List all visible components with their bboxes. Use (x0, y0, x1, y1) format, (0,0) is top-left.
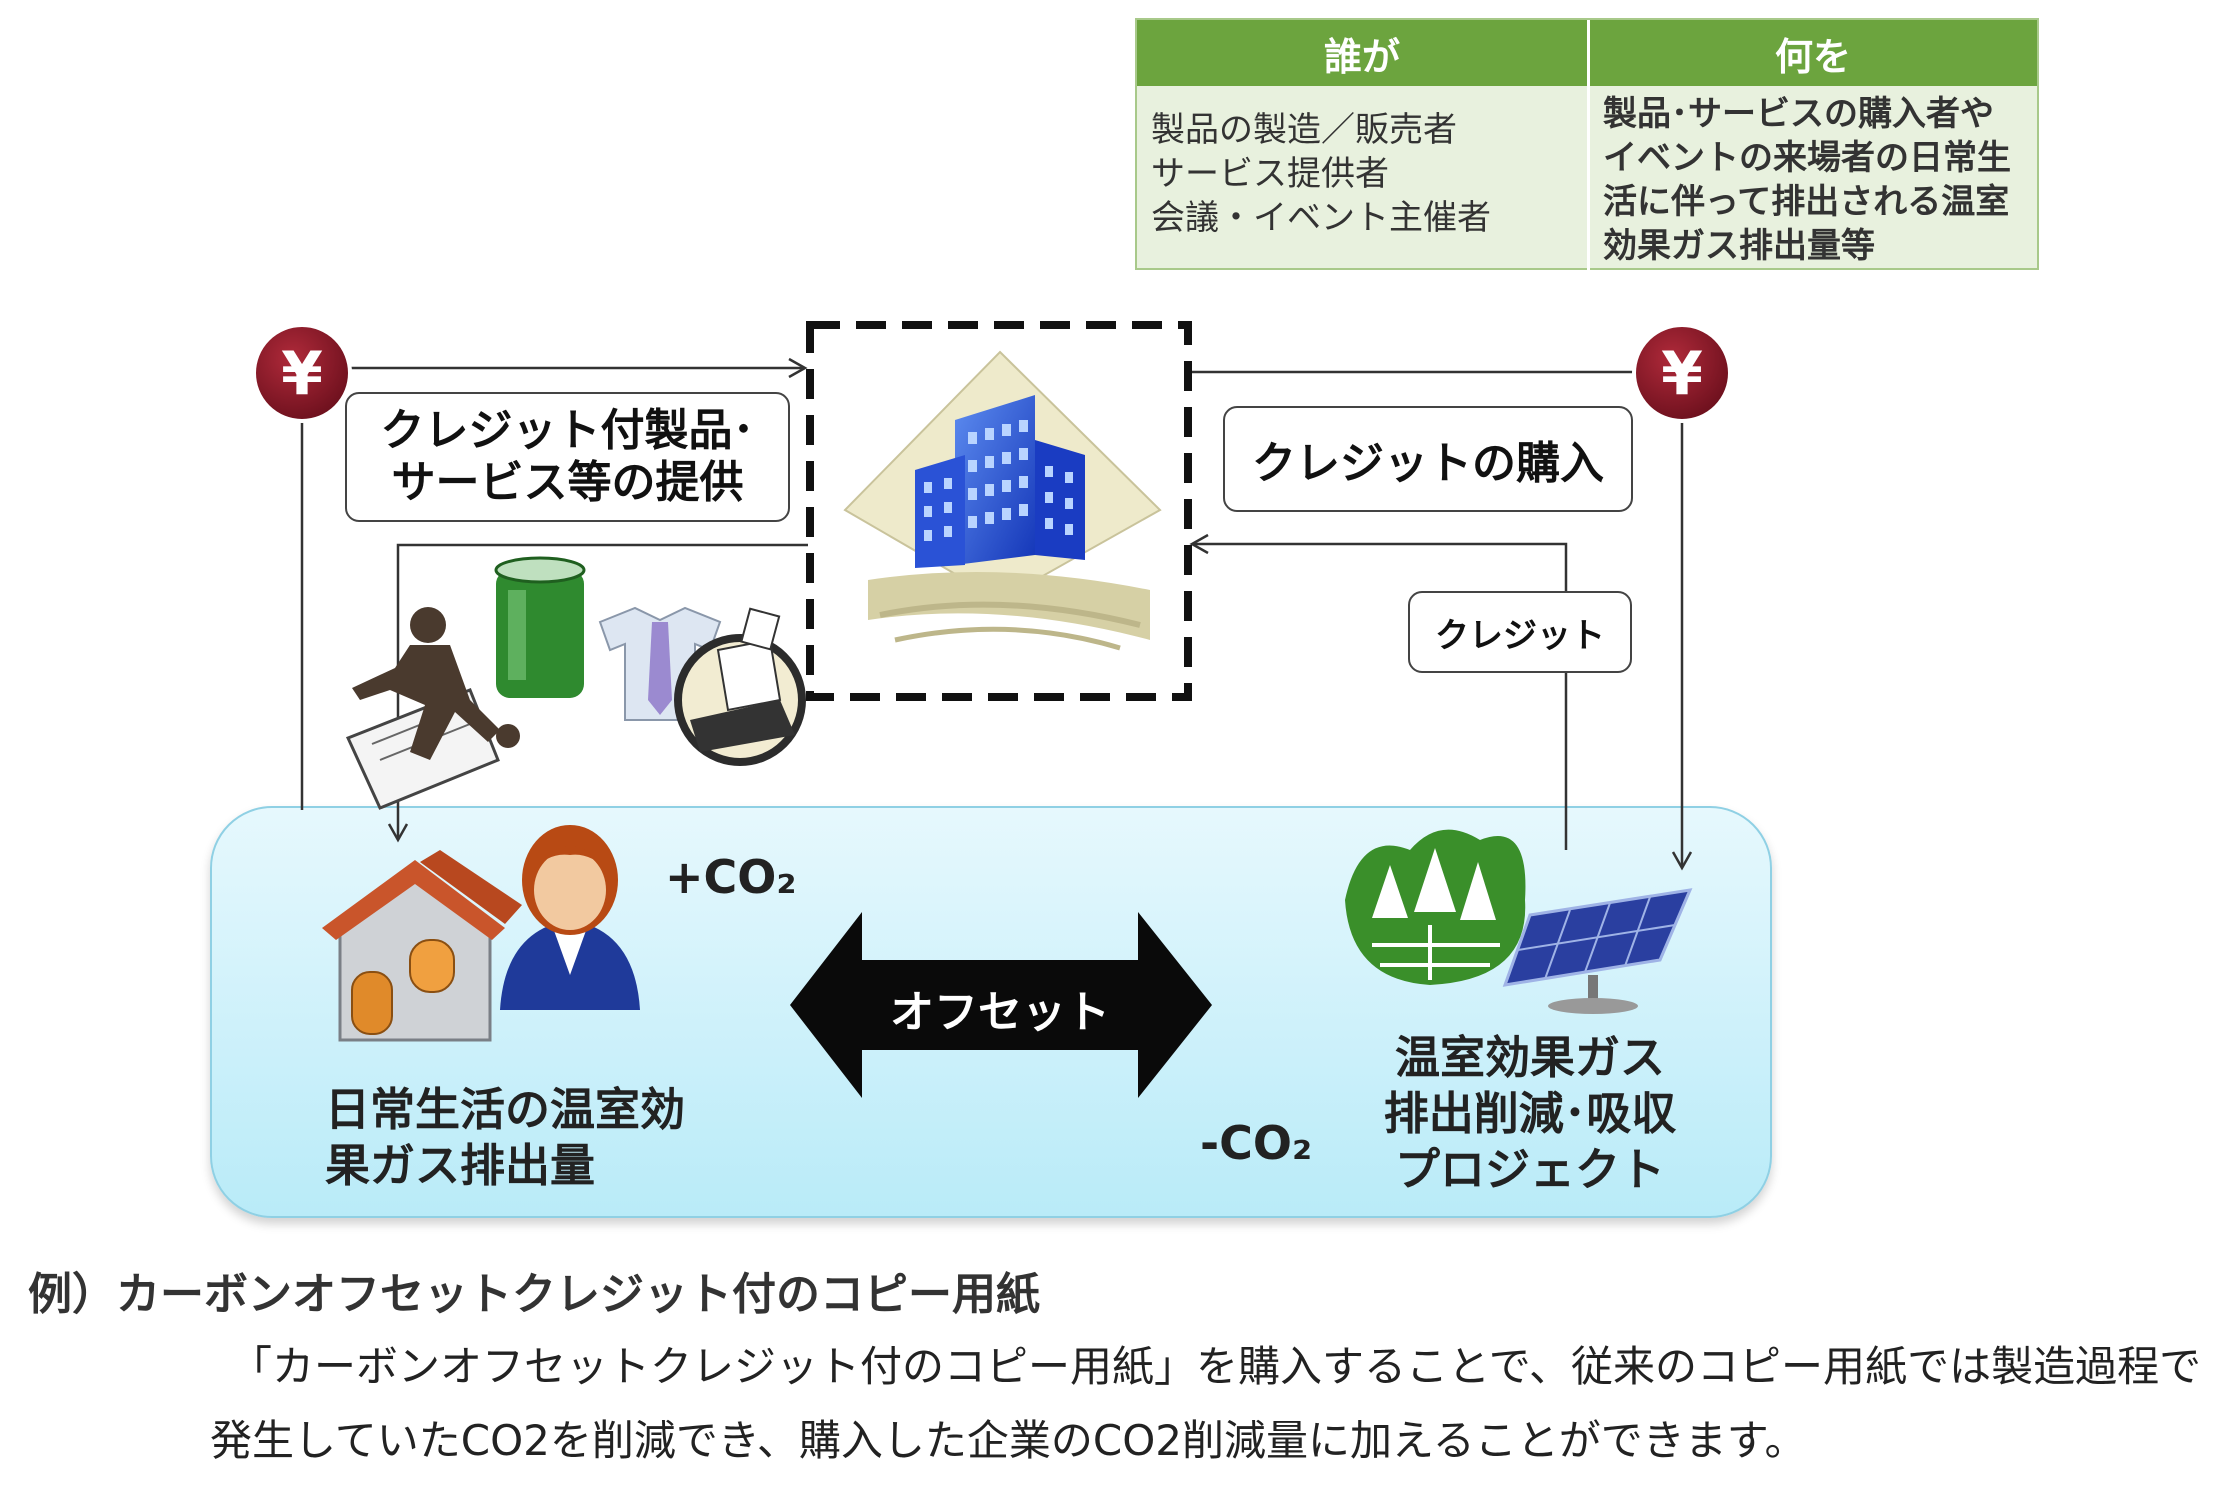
offset-double-arrow (790, 912, 1212, 1098)
offset-label: オフセット (890, 987, 1110, 1038)
person-icon (500, 825, 640, 1010)
what-line: 効果ガス排出量等 (1603, 226, 1875, 266)
who-what-table: 誰が 何を 製品の製造／販売者 サービス提供者 会議・イベント主催者 製品･サー… (1135, 18, 2039, 270)
yen-icon-right: ¥ (1632, 323, 1732, 423)
provide-label-line: サービス等の提供 (391, 457, 744, 508)
life-line: 果ガス排出量 (325, 1139, 596, 1192)
who-line: 会議・イベント主催者 (1151, 198, 1491, 238)
table-header-what: 何を (1589, 20, 2037, 86)
life-line: 日常生活の温室効 (325, 1083, 686, 1136)
table-header-who: 誰が (1137, 20, 1587, 86)
provide-credit-products-label: クレジット付製品･ サービス等の提供 (345, 392, 790, 522)
what-line: 製品･サービスの購入者や (1603, 94, 1994, 134)
credit-arrow (1189, 533, 1568, 850)
building-icon (843, 350, 1162, 651)
example-title: 例）カーボンオフセットクレジット付のコピー用紙 (28, 1269, 1040, 1320)
project-line: 排出削減･吸収 (1383, 1087, 1677, 1140)
who-line: サービス提供者 (1151, 154, 1389, 194)
buy-credit-label: クレジットの購入 (1223, 406, 1633, 512)
svg-text:¥: ¥ (1661, 339, 1703, 409)
project-line: 温室効果ガス (1394, 1031, 1665, 1084)
what-line: イベントの来場者の日常生 (1603, 138, 2011, 178)
plus-co2-label: +CO₂ (665, 850, 797, 904)
minus-co2-label: -CO₂ (1200, 1116, 1313, 1170)
printer-icon (674, 607, 806, 766)
soccer-player-icon (352, 607, 520, 760)
solar-panel-icon (1502, 888, 1693, 1014)
table-cell-who: 製品の製造／販売者 サービス提供者 会議・イベント主催者 (1151, 108, 1571, 240)
yen-icon-left: ¥ (252, 323, 352, 423)
can-icon (494, 556, 586, 698)
credit-label: クレジット (1408, 591, 1632, 673)
example-body: 「カーボンオフセットクレジット付のコピー用紙」を購入することで、従来のコピー用紙… (210, 1342, 2202, 1465)
who-line: 製品の製造／販売者 (1151, 110, 1457, 150)
svg-text:¥: ¥ (281, 339, 323, 409)
table-cell-what: 製品･サービスの購入者や イベントの来場者の日常生 活に伴って排出される温室 効… (1603, 92, 2033, 268)
provide-label-line: クレジット付製品･ (380, 405, 755, 456)
house-icon (322, 850, 522, 1042)
forest-icon (1345, 829, 1526, 985)
what-line: 活に伴って排出される温室 (1603, 182, 2010, 222)
project-line: プロジェクト (1394, 1143, 1665, 1196)
daily-life-emissions-label: 日常生活の温室効 果ガス排出量 (325, 1082, 725, 1194)
table-divider (1587, 20, 1590, 270)
reduction-project-label: 温室効果ガス 排出削減･吸収 プロジェクト (1340, 1030, 1720, 1198)
